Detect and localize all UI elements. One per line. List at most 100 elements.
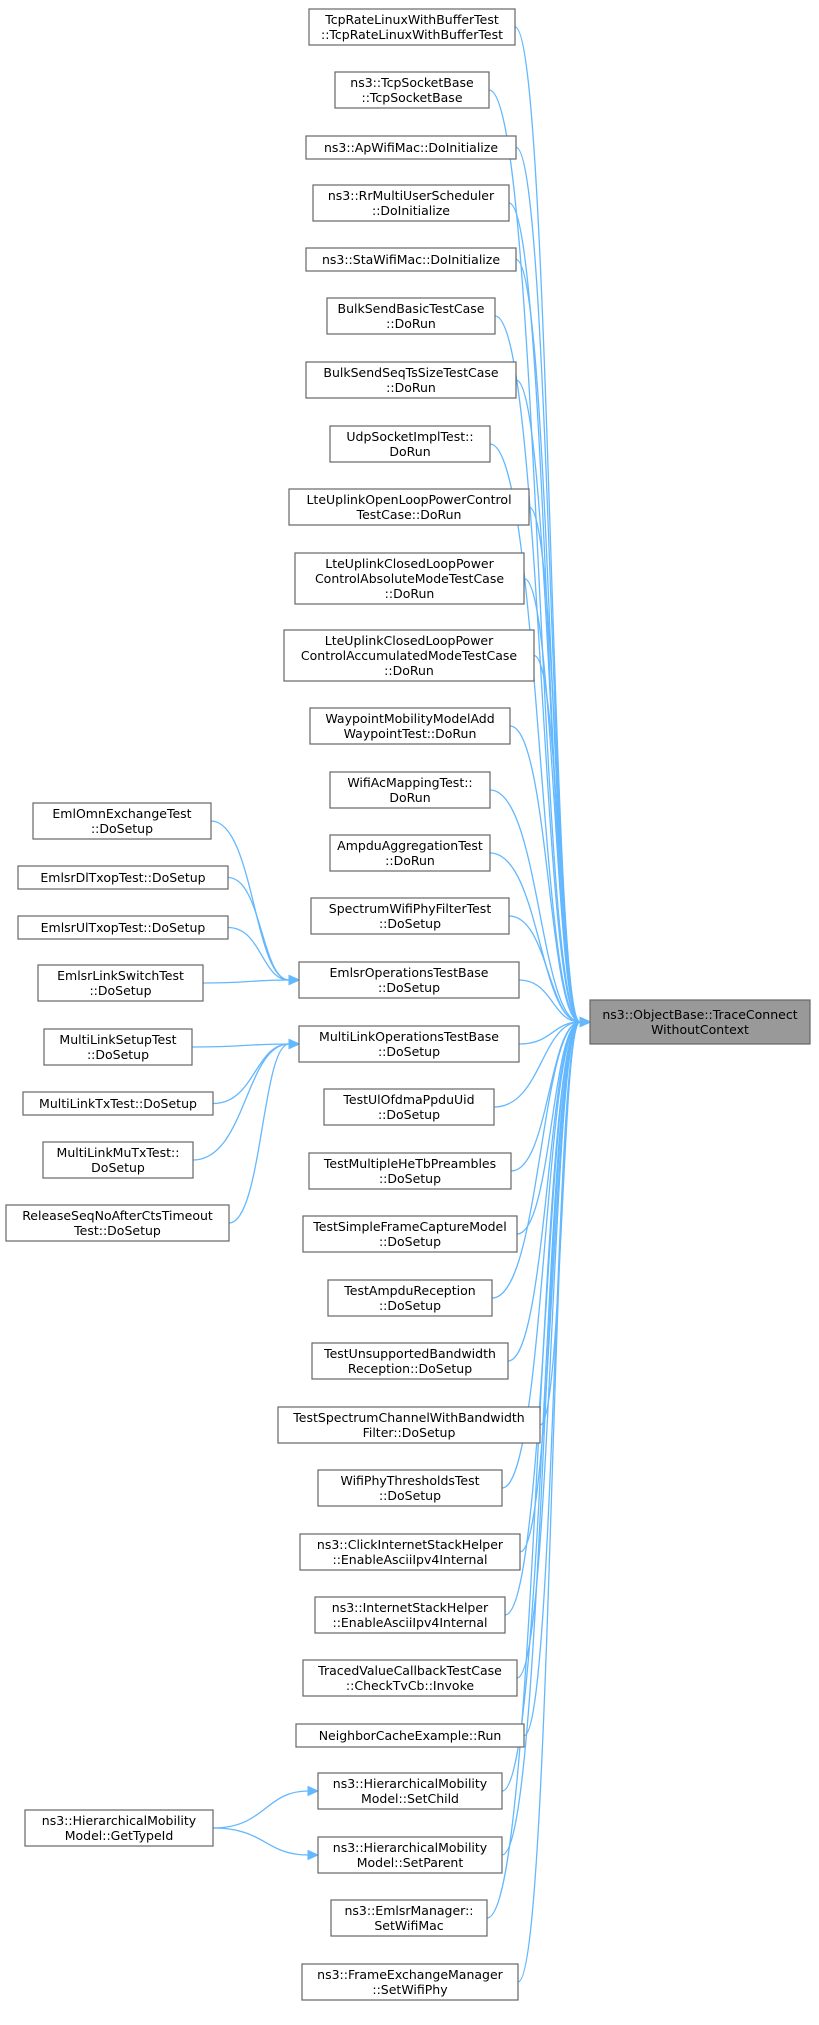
node-box — [295, 1723, 525, 1748]
edge-h1-to-n29 — [212, 1790, 309, 1829]
node-box — [294, 552, 525, 605]
node-label-line: ::DoSetup — [91, 821, 153, 836]
node-box — [312, 184, 510, 222]
function-node-n32[interactable]: ns3::FrameExchangeManager::SetWifiPhy — [301, 1963, 519, 2001]
function-node-e1[interactable]: EmlOmnExchangeTest::DoSetup — [32, 802, 212, 840]
node-label-line: ::DoRun — [385, 586, 435, 601]
function-node-n20[interactable]: TestSimpleFrameCaptureModel::DoSetup — [302, 1215, 518, 1253]
edge-n21-to-target — [491, 1021, 581, 1299]
function-node-n19[interactable]: TestMultipleHeTbPreambles::DoSetup — [308, 1152, 512, 1190]
function-node-e2[interactable]: EmlsrDlTxopTest::DoSetup — [17, 865, 229, 890]
function-node-n17[interactable]: MultiLinkOperationsTestBase::DoSetup — [298, 1025, 520, 1063]
edge-n11-to-target — [533, 654, 581, 1023]
node-label-line: TestSimpleFrameCaptureModel — [312, 1219, 506, 1234]
node-label-line: ::SetWifiPhy — [372, 1982, 448, 1997]
function-node-n9[interactable]: LteUplinkOpenLoopPowerControlTestCase::D… — [288, 488, 530, 526]
node-label-line: DoRun — [389, 444, 430, 459]
edge-n20-to-target — [516, 1021, 581, 1235]
edge-n10-to-target — [523, 577, 581, 1023]
function-node-n22[interactable]: TestUnsupportedBandwidthReception::DoSet… — [311, 1342, 509, 1380]
node-label-line: ns3::InternetStackHelper — [332, 1600, 489, 1615]
node-label-line: ::DoSetup — [379, 1298, 441, 1313]
function-node-n30[interactable]: ns3::HierarchicalMobilityModel::SetParen… — [317, 1836, 503, 1874]
edge-m2-to-n17 — [212, 1043, 290, 1105]
node-box — [329, 425, 491, 463]
function-node-n14[interactable]: AmpduAggregationTest::DoRun — [329, 834, 491, 872]
node-label-line: ns3::RrMultiUserScheduler — [328, 188, 495, 203]
node-label-line: ::DoSetup — [89, 983, 151, 998]
node-box — [305, 361, 517, 399]
edge-n16-to-target — [518, 979, 581, 1023]
function-node-n15[interactable]: SpectrumWifiPhyFilterTest::DoSetup — [310, 897, 510, 935]
node-box — [308, 1152, 512, 1190]
edge-n8-to-target — [489, 443, 581, 1023]
edge-m4-to-n17 — [228, 1043, 290, 1224]
node-box — [329, 834, 491, 872]
node-box — [283, 629, 535, 682]
function-node-n27[interactable]: TracedValueCallbackTestCase::CheckTvCb::… — [302, 1659, 518, 1697]
node-box — [32, 802, 212, 840]
node-label-line: TestSpectrumChannelWithBandwidth — [292, 1410, 524, 1425]
node-label-line: BulkSendBasicTestCase — [338, 301, 485, 316]
function-node-n16[interactable]: EmlsrOperationsTestBase::DoSetup — [298, 961, 520, 999]
node-label-line: DoSetup — [91, 1160, 145, 1175]
node-label-line: ::DoRun — [384, 663, 434, 678]
function-node-n6[interactable]: BulkSendBasicTestCase::DoRun — [326, 297, 496, 335]
function-node-e4[interactable]: EmlsrLinkSwitchTest::DoSetup — [37, 964, 204, 1002]
function-node-n11[interactable]: LteUplinkClosedLoopPowerControlAccumulat… — [283, 629, 535, 682]
node-box — [314, 1596, 506, 1634]
node-label-line: Test::DoSetup — [73, 1223, 161, 1238]
function-node-n12[interactable]: WaypointMobilityModelAddWaypointTest::Do… — [309, 707, 511, 745]
node-label-line: SpectrumWifiPhyFilterTest — [329, 901, 492, 916]
function-node-n8[interactable]: UdpSocketImplTest::DoRun — [329, 425, 491, 463]
function-node-n7[interactable]: BulkSendSeqTsSizeTestCase::DoRun — [305, 361, 517, 399]
function-node-m2[interactable]: MultiLinkTxTest::DoSetup — [22, 1091, 214, 1116]
function-node-n23[interactable]: TestSpectrumChannelWithBandwidthFilter::… — [277, 1406, 541, 1444]
function-node-n1[interactable]: TcpRateLinuxWithBufferTest::TcpRateLinux… — [308, 8, 516, 46]
function-node-n31[interactable]: ns3::EmlsrManager::SetWifiMac — [330, 1899, 488, 1937]
function-node-n25[interactable]: ns3::ClickInternetStackHelper::EnableAsc… — [299, 1533, 521, 1571]
function-node-n13[interactable]: WifiAcMappingTest::DoRun — [329, 771, 491, 809]
function-node-n24[interactable]: WifiPhyThresholdsTest::DoSetup — [317, 1469, 503, 1507]
node-label-line: LteUplinkOpenLoopPowerControl — [306, 492, 511, 507]
node-label-line: LteUplinkClosedLoopPower — [325, 633, 494, 648]
node-box — [317, 1772, 503, 1810]
function-node-e3[interactable]: EmlsrUlTxopTest::DoSetup — [17, 915, 229, 940]
function-node-n18[interactable]: TestUlOfdmaPpduUid::DoSetup — [323, 1088, 495, 1126]
function-node-n26[interactable]: ns3::InternetStackHelper::EnableAsciiIpv… — [314, 1596, 506, 1634]
function-node-n4[interactable]: ns3::RrMultiUserScheduler::DoInitialize — [312, 184, 510, 222]
node-label-line: ::DoRun — [386, 380, 436, 395]
node-box — [37, 964, 204, 1002]
node-label-line: ::DoSetup — [87, 1047, 149, 1062]
function-node-n21[interactable]: TestAmpduReception::DoSetup — [327, 1279, 493, 1317]
function-node-m3[interactable]: MultiLinkMuTxTest::DoSetup — [42, 1141, 194, 1179]
function-node-n28[interactable]: NeighborCacheExample::Run — [295, 1723, 525, 1748]
node-label-line: ::DoSetup — [378, 1044, 440, 1059]
function-node-n2[interactable]: ns3::TcpSocketBase::TcpSocketBase — [334, 71, 490, 109]
node-label-line: ns3::EmlsrManager:: — [344, 1903, 473, 1918]
node-label-line: WaypointMobilityModelAdd — [325, 711, 494, 726]
function-node-n3[interactable]: ns3::ApWifiMac::DoInitialize — [305, 135, 517, 160]
edge-n32-to-target — [517, 1021, 581, 1983]
edge-n31-to-target — [486, 1021, 581, 1919]
function-node-n10[interactable]: LteUplinkClosedLoopPowerControlAbsoluteM… — [294, 552, 525, 605]
node-label-line: LteUplinkClosedLoopPower — [325, 556, 494, 571]
node-label-line: Reception::DoSetup — [348, 1361, 472, 1376]
node-box — [17, 915, 229, 940]
node-label-line: EmlsrLinkSwitchTest — [57, 968, 184, 983]
function-node-m1[interactable]: MultiLinkSetupTest::DoSetup — [43, 1028, 193, 1066]
node-label-line: ReleaseSeqNoAfterCtsTimeout — [22, 1208, 213, 1223]
node-label-line: ns3::TcpSocketBase — [350, 75, 474, 90]
node-box — [298, 961, 520, 999]
node-box — [310, 897, 510, 935]
target-function-node[interactable]: ns3::ObjectBase::TraceConnectWithoutCont… — [589, 999, 811, 1045]
node-label-line: ::DoSetup — [379, 1234, 441, 1249]
node-label-line: TestUnsupportedBandwidth — [323, 1346, 496, 1361]
node-label-line: EmlsrUlTxopTest::DoSetup — [41, 920, 206, 935]
function-node-h1[interactable]: ns3::HierarchicalMobilityModel::GetTypeI… — [24, 1809, 214, 1847]
node-box — [302, 1215, 518, 1253]
node-label-line: Model::GetTypeId — [65, 1828, 174, 1843]
function-node-n5[interactable]: ns3::StaWifiMac::DoInitialize — [305, 247, 517, 272]
